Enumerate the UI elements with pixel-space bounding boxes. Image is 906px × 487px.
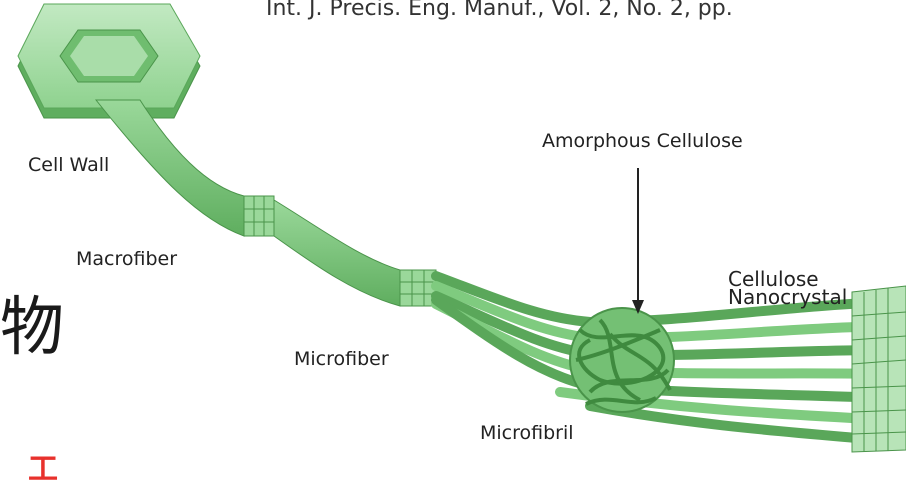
- citation-text: Int. J. Precis. Eng. Manuf., Vol. 2, No.…: [266, 0, 733, 20]
- label-macrofiber: Macrofiber: [76, 250, 177, 269]
- macrofiber-crosssection: [244, 196, 274, 236]
- microfiber-crosssection: [400, 270, 436, 306]
- amorphous-cellulose-region: [570, 308, 674, 412]
- label-microfiber: Microfiber: [294, 350, 389, 369]
- microfiber-strand: [274, 200, 400, 306]
- label-microfibril: Microfibril: [480, 424, 574, 443]
- label-cellulose-nanocrystal: Cellulose Nanocrystal: [728, 270, 847, 307]
- label-amorphous-cellulose: Amorphous Cellulose: [542, 132, 743, 151]
- side-cjk-character: 物: [0, 296, 64, 360]
- red-text-fragment: 工: [28, 455, 58, 485]
- amorphous-arrow: [632, 168, 644, 314]
- macrofiber-strand: [96, 100, 244, 236]
- label-cell-wall: Cell Wall: [28, 156, 109, 175]
- cellulose-hierarchy-diagram: Int. J. Precis. Eng. Manuf., Vol. 2, No.…: [0, 0, 906, 467]
- nanocrystal-end-face: [852, 286, 906, 452]
- diagram-graphic: [0, 0, 906, 467]
